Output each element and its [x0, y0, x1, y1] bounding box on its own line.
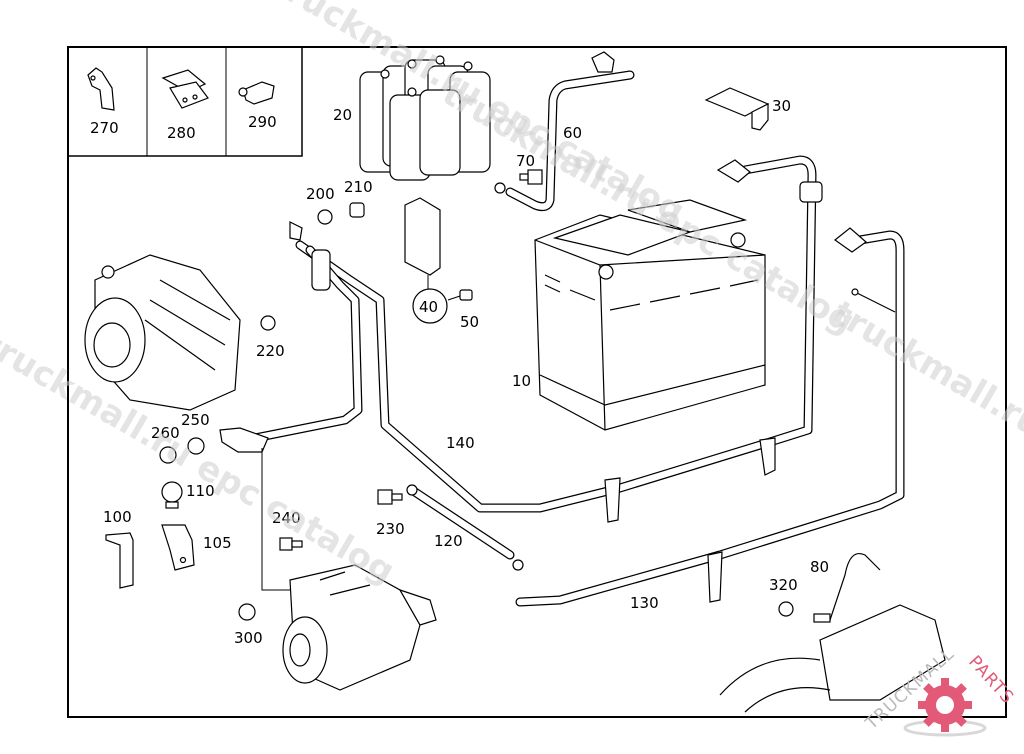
- label-250: 250: [181, 411, 210, 429]
- part-320-washer-icon: [779, 602, 793, 616]
- label-280: 280: [167, 124, 196, 142]
- part-70-bolt-icon: [520, 170, 542, 184]
- label-140: 140: [446, 434, 475, 452]
- watermark-text: truckmall.ru epc catalog: [826, 293, 1024, 562]
- logo-text-parts: PARTS: [964, 652, 1017, 708]
- part-110-hose-clamp-icon: [162, 482, 182, 508]
- starter-motor-icon: [283, 565, 436, 690]
- label-10: 10: [512, 372, 531, 390]
- label-270: 270: [90, 119, 119, 137]
- part-200-washer-icon: [318, 210, 332, 224]
- label-30: 30: [772, 97, 791, 115]
- part-290-cable-clip-icon: [239, 82, 274, 104]
- label-240: 300: [234, 629, 263, 647]
- part-100-bracket-icon: [106, 533, 133, 588]
- label-50: 50: [460, 313, 479, 331]
- part-220-nut-icon: [261, 316, 275, 330]
- alternator-icon: [85, 255, 240, 410]
- label-200: 200: [306, 185, 335, 203]
- label-20: 20: [333, 106, 352, 124]
- part-140-positive-cable-icon: [220, 222, 358, 452]
- part-30-terminal-cover-icon: [706, 88, 768, 130]
- label-105: 105: [203, 534, 232, 552]
- part-280-clip-holder-icon: [163, 70, 208, 108]
- label-40: 40: [419, 298, 438, 316]
- label-320: 320: [769, 576, 798, 594]
- part-105-bracket-icon: [162, 525, 194, 570]
- part-240-nut-icon: [239, 604, 255, 620]
- label-290: 290: [248, 113, 277, 131]
- label-220: 220: [256, 342, 285, 360]
- inset-box: 270 280 290: [68, 47, 302, 156]
- label-130: 130: [630, 594, 659, 612]
- label-80: 80: [810, 558, 829, 576]
- part-50-screw-icon: [448, 290, 472, 300]
- part-270-bracket-icon: [88, 68, 114, 110]
- label-100: 100: [103, 508, 132, 526]
- part-300-bolt-icon: [378, 490, 402, 504]
- label-300: 230: [376, 520, 405, 538]
- label-120: 120: [434, 532, 463, 550]
- label-210: 210: [344, 178, 373, 196]
- part-210-nut-icon: [350, 203, 364, 217]
